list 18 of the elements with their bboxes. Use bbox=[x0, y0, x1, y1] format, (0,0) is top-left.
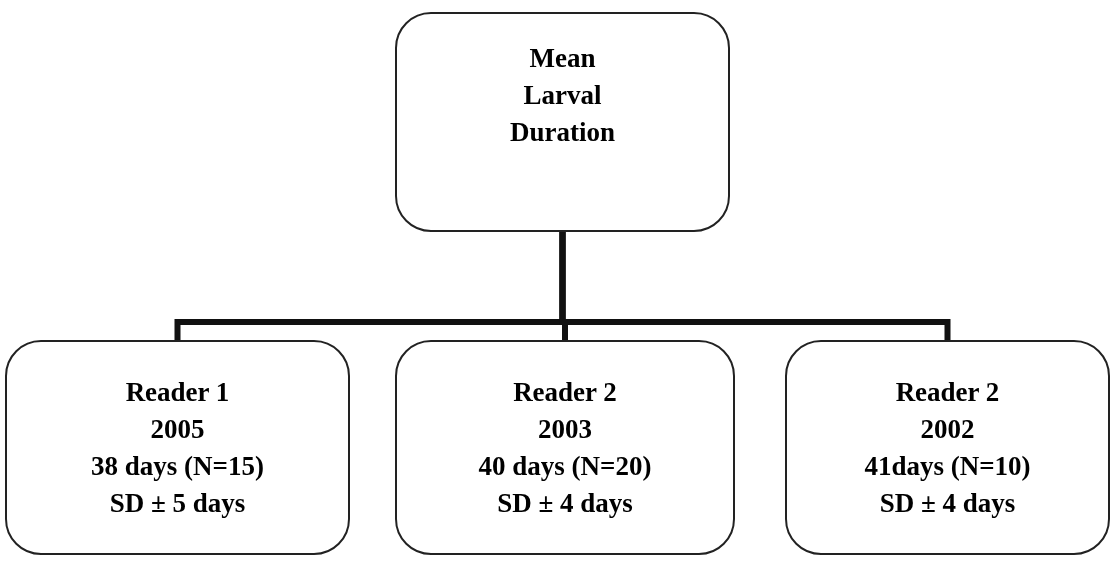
box-text: SD ± 4 days bbox=[497, 486, 633, 520]
rounded-box bbox=[785, 340, 1110, 555]
box-text: 2002 bbox=[920, 412, 975, 446]
rounded-box bbox=[395, 12, 730, 232]
box-text: Reader 2 bbox=[513, 375, 617, 409]
box-text: 40 days (N=20) bbox=[478, 449, 652, 483]
rounded-box bbox=[395, 340, 735, 555]
box-text: SD ± 5 days bbox=[109, 486, 246, 520]
box-text: SD ± 4 days bbox=[879, 486, 1016, 520]
box-text: Mean Larval Duration bbox=[509, 42, 616, 149]
box-text: 2005 bbox=[150, 412, 205, 446]
box-text: 2003 bbox=[538, 412, 592, 446]
box-text: Reader 2 bbox=[895, 375, 1000, 409]
connector-line bbox=[559, 232, 951, 340]
box-text: Reader 1 bbox=[125, 375, 230, 409]
box-text: 38 days (N=15) bbox=[91, 449, 264, 483]
rounded-box bbox=[5, 340, 350, 555]
box-text: 41days (N=10) bbox=[864, 449, 1031, 483]
